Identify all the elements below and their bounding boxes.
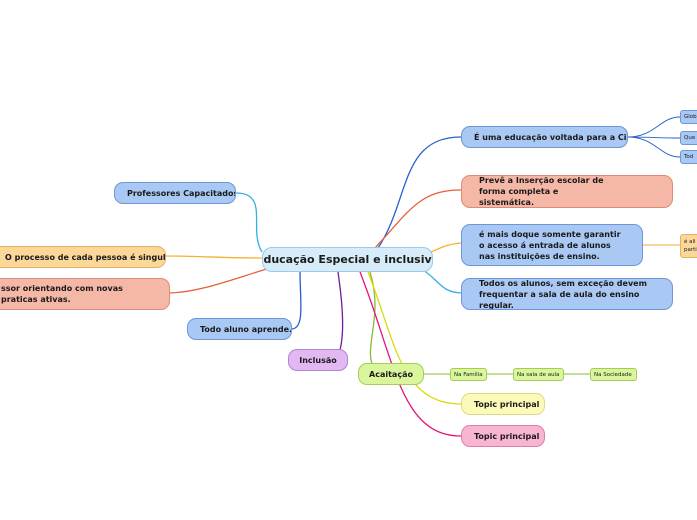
topic-principal-pink[interactable]: Topic principal (461, 425, 545, 447)
topic-principal-yellow[interactable]: Topic principal (461, 393, 545, 415)
topic-garantir[interactable]: é mais doque somente garantir o acesso á… (461, 224, 643, 266)
sub-acaitacao-sala[interactable]: Na sala de aula (513, 368, 564, 381)
connector-inclusao (337, 271, 344, 351)
topic-professores[interactable]: Professores Capacitados (114, 182, 236, 204)
sub-cidadania-1[interactable]: Glob (680, 110, 697, 124)
connector-sub-tod (627, 136, 681, 158)
central-topic[interactable]: Educação Especial e inclusiva (262, 247, 433, 272)
sub-garantir[interactable]: é ali partic (680, 234, 697, 258)
connector-processo (165, 255, 263, 259)
connector-professores (235, 192, 263, 253)
connector-insercao (374, 189, 462, 249)
topic-cidadania[interactable]: É uma educação voltada para a Cidadania. (461, 126, 628, 148)
topic-acaitacao[interactable]: Acaitação (358, 363, 424, 385)
connector-todos (419, 267, 462, 294)
topic-todos[interactable]: Todos os alunos, sem exceção devem frequ… (461, 278, 673, 310)
sub-cidadania-2[interactable]: Que (680, 131, 697, 145)
topic-insercao[interactable]: Prevê a Inserção escolar de forma comple… (461, 175, 673, 208)
connector-cidadania (377, 136, 462, 249)
sub-acaitacao-sociedade[interactable]: Na Sociedade (590, 368, 637, 381)
sub-cidadania-3[interactable]: Tod (680, 150, 697, 164)
topic-inclusao[interactable]: Inclusão (288, 349, 348, 371)
connector-todo-aluno (291, 271, 302, 330)
topic-professor-orientando[interactable]: ssor orientando com novas praticas ativa… (0, 278, 170, 310)
sub-acaitacao-familia[interactable]: Na Família (450, 368, 487, 381)
connector-topic-pink (359, 271, 462, 437)
connector-orientando (169, 267, 271, 294)
topic-processo[interactable]: O processo de cada pessoa é singular. (0, 246, 166, 268)
topic-todo-aluno[interactable]: Todo aluno aprende. (187, 318, 292, 340)
connector-sub-glob (627, 116, 681, 138)
